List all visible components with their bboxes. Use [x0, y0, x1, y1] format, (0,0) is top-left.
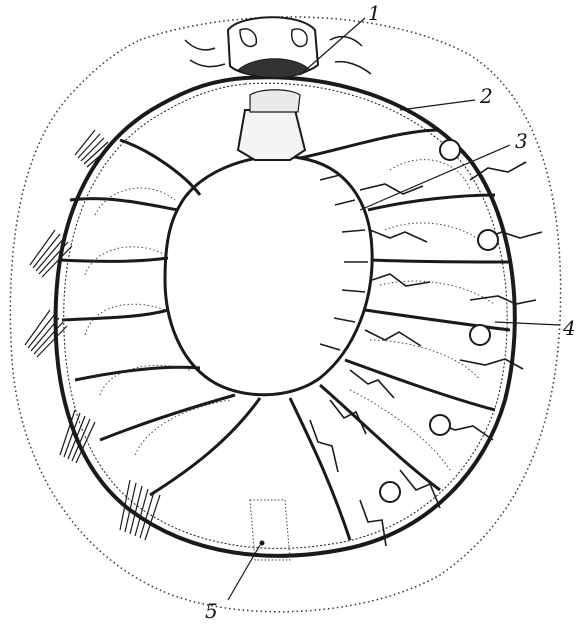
gonopore-1: [440, 140, 460, 160]
posterior-pore: [260, 541, 265, 546]
label-5: 5: [205, 599, 218, 623]
gonopore-3: [470, 325, 490, 345]
label-4: 4: [562, 316, 576, 340]
label-1: 1: [368, 1, 381, 25]
bristle-fan-4: [60, 410, 95, 463]
label-2: 2: [479, 84, 493, 108]
leader-3: [360, 145, 510, 210]
bristle-fan-5: [120, 480, 160, 540]
pharynx-stipple: [250, 90, 300, 112]
gonopore-2: [478, 230, 498, 250]
leader-2: [400, 100, 475, 110]
left-bristle-fans: [25, 130, 160, 540]
label-3: 3: [515, 129, 528, 153]
pharynx: [238, 110, 305, 160]
gonopore-4: [430, 415, 450, 435]
leader-4: [495, 322, 560, 325]
gonopore-5: [380, 482, 400, 502]
bristle-fan-3: [25, 310, 67, 357]
